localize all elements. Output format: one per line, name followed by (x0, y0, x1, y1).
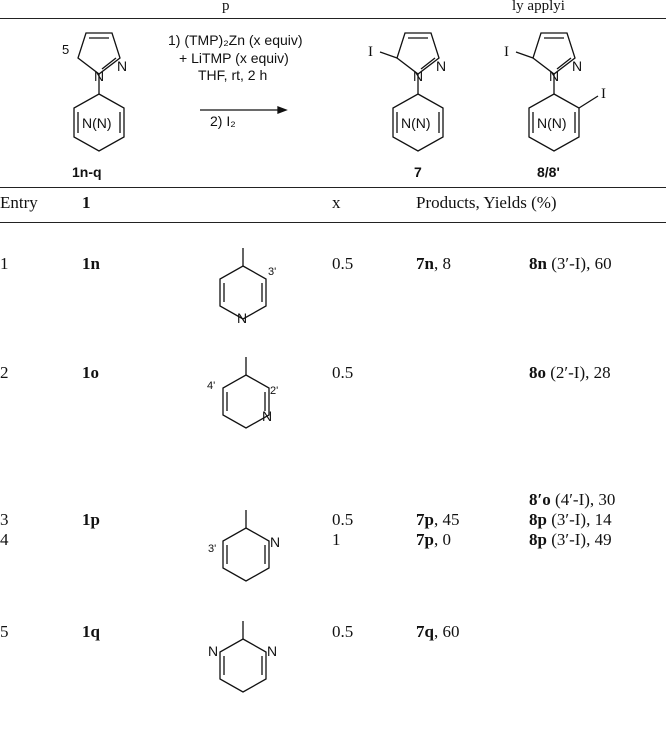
x-value: 0.5 (332, 254, 354, 273)
header-substrate: 1 (82, 193, 91, 212)
header-x: x (332, 193, 341, 212)
product-7-result: 7q, 60 (416, 622, 460, 641)
iodo-label: I (601, 86, 606, 102)
pyrazole-ring-start (77, 32, 121, 75)
ring-position-label: 3' (208, 543, 217, 555)
n-label: N (413, 68, 424, 84)
position-5-label: 5 (62, 42, 70, 57)
entry-number: 5 (0, 622, 9, 641)
product-8-prime-result: 8′o (4′-I), 30 (529, 490, 616, 509)
product-7-result: 7p, 45 (416, 510, 460, 529)
substrate-label: 1o (82, 363, 99, 382)
n-label: N (436, 58, 447, 74)
header-products: Products, Yields (%) (416, 193, 557, 212)
ring-n-label: N (208, 643, 219, 659)
header-bottom-rule (0, 222, 666, 223)
ring-n-label: N (270, 534, 281, 550)
ring-n-label: N (267, 643, 278, 659)
ring-heteroatom-label: N(N) (537, 115, 567, 131)
iodo-label: I (368, 44, 373, 60)
product-8-label: 8/8' (537, 164, 560, 180)
x-value: 0.5 (332, 622, 354, 641)
start-material-label: 1n-q (72, 164, 102, 180)
product-8-result: 8p (3′-I), 49 (529, 530, 612, 549)
conditions-line-3: THF, rt, 2 h (198, 67, 268, 83)
ring-position-label: 2' (270, 385, 279, 397)
substrate-label: 1q (82, 622, 100, 641)
conditions-line-4: 2) I₂ (210, 113, 236, 129)
header-entry: Entry (0, 193, 38, 212)
header-top-rule (0, 187, 666, 188)
product-7-result: 7p, 0 (416, 530, 451, 549)
iodo-label: I (504, 44, 509, 60)
product-8-result: 8o (2′-I), 28 (529, 363, 611, 382)
conditions-line-2: + LiTMP (x equiv) (179, 50, 289, 66)
product-8-result: 8p (3′-I), 14 (529, 510, 612, 529)
n-label: N (117, 58, 128, 74)
ring-position-label: 4' (207, 380, 216, 392)
x-value: 0.5 (332, 363, 354, 382)
substrate-label: 1n (82, 254, 100, 273)
entry-number: 1 (0, 254, 9, 273)
entry-number: 3 (0, 510, 9, 529)
n-label: N (94, 68, 105, 84)
ring-heteroatom-label: N(N) (82, 115, 112, 131)
n-label: N (572, 58, 583, 74)
x-value: 1 (332, 530, 341, 549)
product-7-label: 7 (414, 164, 422, 180)
product-7-result: 7n, 8 (416, 254, 451, 273)
entry-number: 2 (0, 363, 9, 382)
top-rule (0, 18, 666, 19)
n-label: N (549, 68, 560, 84)
ring-n-label: N (262, 408, 273, 424)
ring-heteroatom-label: N(N) (401, 115, 431, 131)
x-value: 0.5 (332, 510, 354, 529)
substrate-label: 1p (82, 510, 100, 529)
ring-position-label: 3' (268, 266, 277, 278)
entry-number: 4 (0, 530, 9, 549)
ring-n-label: N (237, 310, 248, 326)
aryl-ring-start (73, 93, 125, 152)
conditions-line-1: 1) (TMP)₂Zn (x equiv) (168, 32, 303, 48)
product-8-result: 8n (3′-I), 60 (529, 254, 612, 273)
